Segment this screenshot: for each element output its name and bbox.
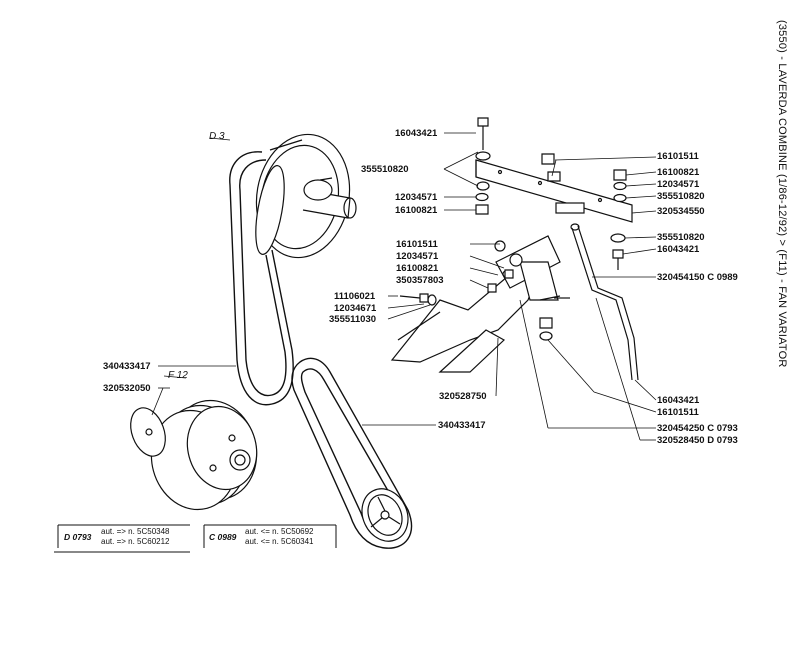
part-label-16043421-top: 16043421 (395, 128, 438, 139)
part-label-320534550: 320534550 (657, 206, 705, 217)
part-label-355510820-left: 355510820 (361, 164, 409, 175)
adjusting-rod (570, 223, 639, 381)
part-label-320454250: 320454250 C 0793 (657, 423, 738, 434)
note-d-line1: aut. => n. 5C50348 (101, 527, 170, 536)
note-d-line2: aut. => n. 5C60212 (101, 537, 170, 546)
part-label-16100821-left: 16100821 (395, 205, 438, 216)
small-lower-pulley (361, 488, 409, 542)
part-label-320454150: 320454150 C 0989 (657, 272, 738, 283)
part-label-16043421-bottom: 16043421 (657, 395, 700, 406)
part-label-340433417-upper-belt: 340433417 (103, 361, 151, 372)
part-label-16101511-bottom: 16101511 (657, 407, 699, 418)
part-label-12034571-middle: 12034571 (396, 251, 439, 262)
fork-lever (390, 235, 561, 373)
fork-fasteners (399, 269, 570, 341)
washer-disc (130, 407, 166, 457)
part-label-16101511-middle: 16101511 (396, 239, 438, 250)
part-label-16100821-middle: 16100821 (396, 263, 439, 274)
multi-groove-pulley (150, 399, 258, 511)
part-label-320528450: 320528450 D 0793 (657, 435, 738, 446)
assembly-label-f12: F 12 (168, 370, 188, 381)
part-label-355511030: 355511030 (329, 314, 377, 325)
part-label-320528750: 320528750 (439, 391, 487, 402)
part-label-11106021: 11106021 (334, 291, 376, 302)
part-label-355510820-lower: 355510820 (657, 232, 705, 243)
assembly-label-d3: D 3 (209, 131, 225, 142)
note-code-d0793: D 0793 (64, 532, 92, 542)
page-title: (3550) - LAVERDA COMBINE (1/86-12/92) > … (776, 20, 788, 368)
note-c-line1: aut. <= n. 5C50692 (245, 527, 314, 536)
part-label-340433417-lower-belt: 340433417 (438, 420, 486, 431)
part-label-12034571-right: 12034571 (657, 179, 700, 190)
leader-lines (151, 132, 657, 441)
note-code-c0989: C 0989 (209, 532, 237, 542)
note-frames (54, 524, 337, 553)
part-label-12034571-left: 12034571 (395, 192, 438, 203)
part-label-16043421-right: 16043421 (657, 244, 700, 255)
part-label-355510820-right: 355510820 (657, 191, 705, 202)
part-label-350357803: 350357803 (396, 275, 444, 286)
part-label-16100821-right: 16100821 (657, 167, 700, 178)
part-label-12034671: 12034671 (334, 303, 377, 314)
upper-bracket (475, 159, 633, 223)
part-label-16101511-right: 16101511 (657, 151, 699, 162)
note-c-line2: aut. <= n. 5C60341 (245, 537, 314, 546)
upper-variator-pulley (255, 133, 357, 259)
part-label-320532050: 320532050 (103, 383, 151, 394)
